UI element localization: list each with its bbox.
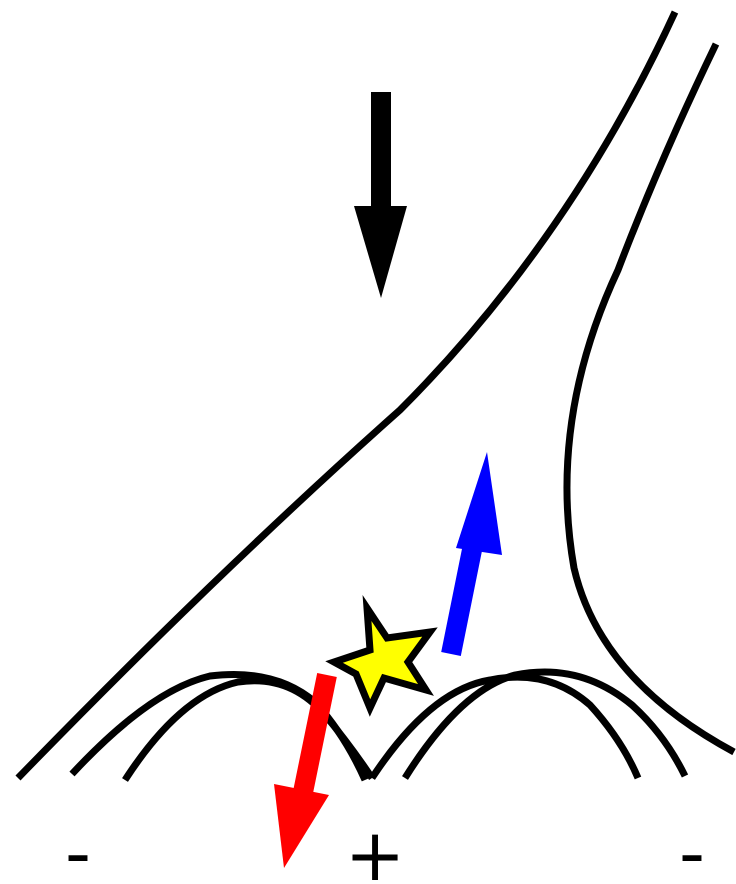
right-arch-inner — [402, 668, 689, 780]
arrow-down-icon — [354, 92, 407, 298]
left-sign-label: - — [65, 811, 91, 884]
arrow-down-left-icon — [274, 672, 337, 868]
arrow-up-icon — [441, 452, 502, 656]
right-boundary-curve — [563, 42, 736, 756]
left-arch-inner — [122, 677, 375, 782]
center-sign-label: + — [345, 813, 405, 884]
right-arch-outer — [369, 673, 642, 780]
star-icon — [325, 595, 438, 717]
right-sign-label: - — [679, 811, 705, 884]
left-boundary-curve — [15, 10, 679, 781]
